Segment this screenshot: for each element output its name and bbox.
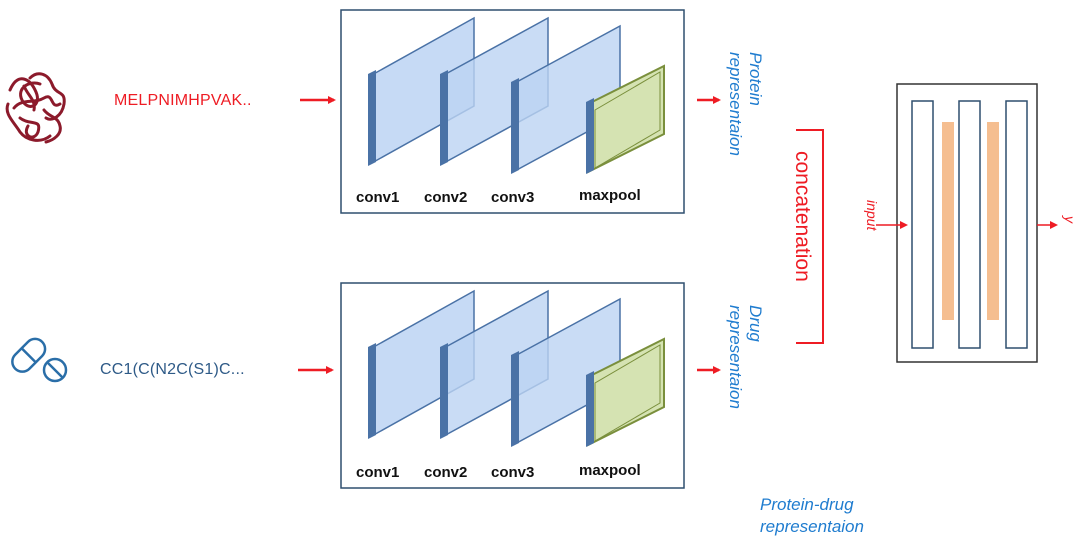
drug-conv3-label: conv3 xyxy=(491,464,535,481)
drug-maxpool-label: maxpool xyxy=(579,462,641,479)
drug-sequence-label: CC1(C(N2C(S1)C... xyxy=(100,361,245,378)
fc-output-label: y xyxy=(1062,216,1078,223)
protein-conv1-label: conv1 xyxy=(356,189,400,206)
protein-conv3-label: conv3 xyxy=(491,189,535,206)
drug-cnn-box xyxy=(340,282,685,489)
drug-conv1-layer xyxy=(368,289,475,439)
fc-layer-3 xyxy=(1005,100,1028,349)
protein-conv3-layer xyxy=(511,24,621,174)
protein-conv2-label: conv2 xyxy=(424,189,468,206)
protein-structure-icon xyxy=(5,72,66,144)
concatenation-bracket xyxy=(796,129,824,344)
concatenation-label: concatenation xyxy=(791,151,814,282)
fc-layer-2 xyxy=(958,100,981,349)
caption-line1: Protein-drug xyxy=(760,495,854,514)
fc-network-box xyxy=(896,83,1038,363)
fc-layer-1 xyxy=(911,100,934,349)
protein-cnn-box xyxy=(340,9,685,214)
drug-conv1-label: conv1 xyxy=(356,464,400,481)
protein-drug-representation-caption: Protein-drug representaion xyxy=(760,494,864,538)
fc-activation-2 xyxy=(987,122,999,320)
capsule-pill-icon xyxy=(11,337,68,383)
protein-conv2-layer xyxy=(440,16,549,166)
drug-conv3-layer xyxy=(511,297,621,447)
protein-sequence-label: MELPNIMHPVAK.. xyxy=(114,92,252,109)
protein-representation-label: Protein representaion xyxy=(725,52,765,156)
drug-maxpool-layer xyxy=(586,337,665,447)
caption-line2: representaion xyxy=(760,517,864,536)
drug-representation-line2: representaion xyxy=(726,305,745,409)
drug-conv2-label: conv2 xyxy=(424,464,468,481)
drug-representation-label: Drug representaion xyxy=(725,305,765,409)
fc-activation-1 xyxy=(942,122,954,320)
protein-representation-line2: representaion xyxy=(726,52,745,156)
fc-input-label: input xyxy=(864,200,880,231)
protein-maxpool-label: maxpool xyxy=(579,187,641,204)
protein-maxpool-layer xyxy=(586,64,665,174)
drug-representation-line1: Drug xyxy=(746,305,765,342)
protein-representation-line1: Protein xyxy=(746,52,765,106)
